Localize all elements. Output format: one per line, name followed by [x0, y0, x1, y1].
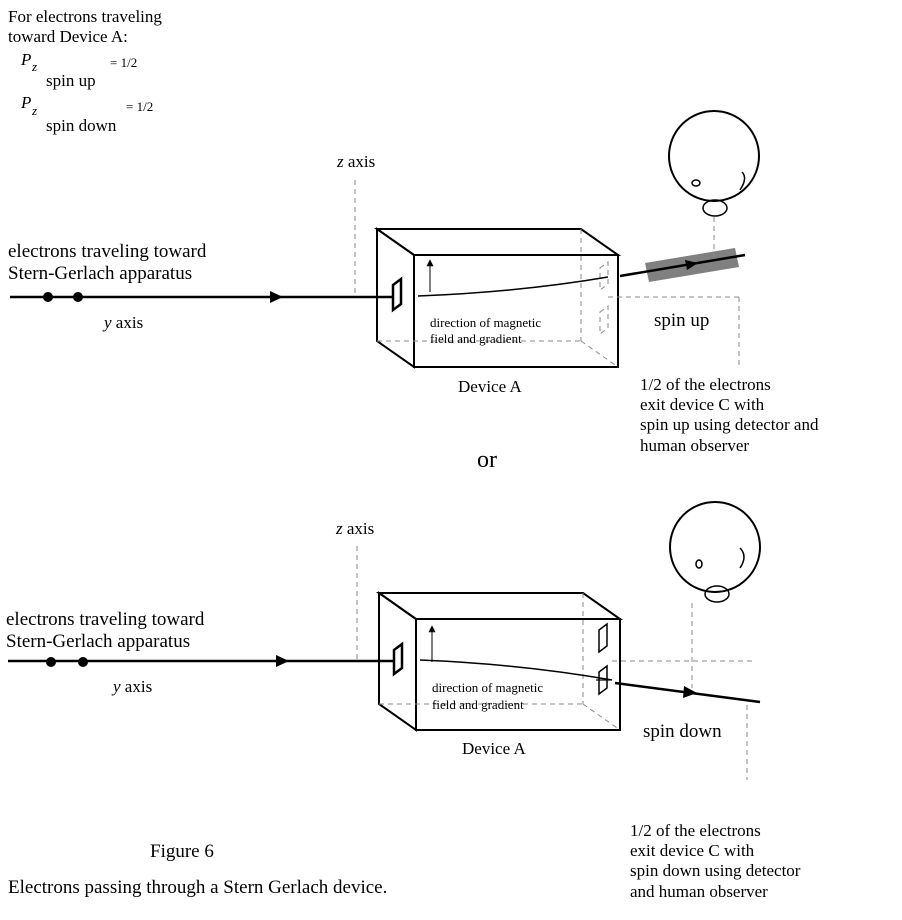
bottom-panel [8, 501, 761, 780]
spin-up-label: spin up [46, 71, 96, 90]
top-y-axis-label: y axis [104, 314, 143, 331]
bottom-electron-dot-1 [46, 657, 56, 667]
bottom-incoming-line-2: Stern-Gerlach apparatus [6, 631, 191, 652]
top-entry-slit [391, 276, 403, 313]
spin-down-label: spin down [46, 116, 117, 135]
figure-number: Figure 6 [150, 841, 214, 862]
top-outgoing-beam [619, 253, 746, 278]
top-field-line-1: direction of magnetic [430, 315, 542, 330]
header-line-2: toward Device A: [8, 27, 128, 46]
bottom-trajectory-inside [419, 659, 613, 681]
bottom-outcome-label: spin down [643, 721, 722, 742]
bottom-field-line-1: direction of magnetic [432, 680, 544, 695]
top-beam-arrowhead [270, 291, 283, 303]
bottom-outgoing-arrowhead [683, 686, 697, 698]
bottom-exit-slit-lower [598, 664, 608, 696]
bottom-y-axis-var: y [113, 677, 121, 696]
bottom-observer [669, 501, 761, 603]
p-symbol-up: P [21, 50, 32, 69]
header-line-1: For electrons traveling [8, 7, 162, 26]
top-exit-slit-lower [599, 305, 609, 335]
top-outcome-label: spin up [654, 310, 710, 331]
bottom-result-line-1: 1/2 of the electrons [630, 821, 761, 840]
bottom-device-a-box [375, 591, 624, 732]
bottom-exit-slit-upper [598, 622, 608, 654]
top-z-axis-var: z [337, 152, 344, 171]
top-observer [668, 110, 760, 217]
top-electron-dot-2 [73, 292, 83, 302]
spin-up-value: = 1/2 [110, 55, 138, 70]
bottom-incoming-line-1: electrons traveling toward [6, 609, 205, 630]
bottom-z-axis-word: axis [346, 519, 375, 538]
p-subscript-up: z [32, 59, 38, 74]
top-result-line-3: spin up using detector and [640, 415, 819, 434]
top-exit-slit-upper [599, 261, 609, 291]
top-field-line-2: field and gradient [430, 331, 522, 346]
top-trajectory-inside [417, 276, 609, 297]
top-z-axis-word: axis [347, 152, 376, 171]
top-outgoing-arrowhead [685, 260, 698, 270]
p-subscript-down: z [32, 103, 38, 118]
top-y-axis-word: axis [115, 313, 144, 332]
top-z-axis-label: z axis [337, 153, 375, 170]
bottom-electron-dot-2 [78, 657, 88, 667]
p-symbol-down: P [21, 93, 32, 112]
figure-caption: Electrons passing through a Stern Gerlac… [8, 877, 388, 898]
bottom-y-axis-label: y axis [113, 678, 152, 695]
top-incoming-line-1: electrons traveling toward [8, 241, 207, 262]
top-result-line-1: 1/2 of the electrons [640, 375, 771, 394]
bottom-result-line-3: spin down using detector [630, 861, 801, 880]
bottom-result-line-4: and human observer [630, 882, 768, 901]
top-incoming-line-2: Stern-Gerlach apparatus [8, 263, 193, 284]
top-y-axis-var: y [104, 313, 112, 332]
bottom-beam-arrowhead [276, 655, 289, 667]
bottom-y-axis-word: axis [124, 677, 153, 696]
top-device-label: Device A [458, 377, 522, 396]
bottom-device-label: Device A [462, 739, 526, 758]
bottom-field-line-2: field and gradient [432, 697, 524, 712]
top-electron-dot-1 [43, 292, 53, 302]
bottom-entry-slit [392, 641, 404, 677]
spin-down-value: = 1/2 [126, 99, 154, 114]
top-result-line-2: exit device C with [640, 395, 765, 414]
top-device-a-box [373, 227, 622, 369]
bottom-z-axis-label: z axis [336, 520, 374, 537]
top-result-line-4: human observer [640, 436, 750, 455]
bottom-result-line-2: exit device C with [630, 841, 755, 860]
bottom-z-axis-var: z [336, 519, 343, 538]
top-panel [10, 110, 760, 369]
or-separator: or [477, 447, 497, 473]
